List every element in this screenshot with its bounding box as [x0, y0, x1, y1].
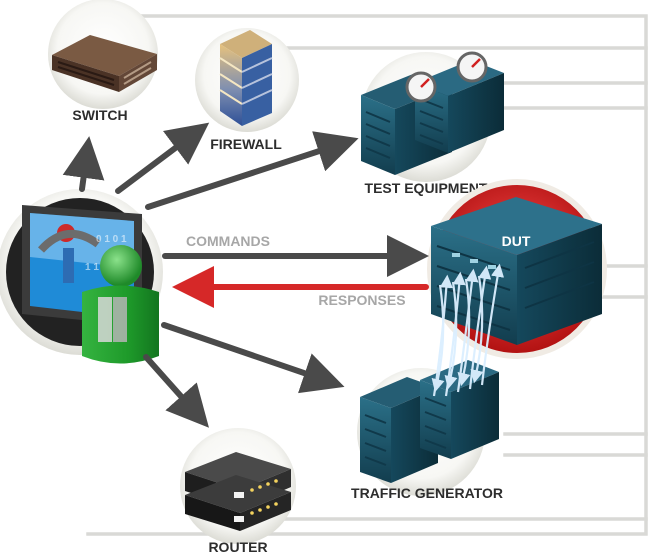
firewall-icon	[219, 30, 273, 126]
firewall-node[interactable]: FIREWALL	[195, 28, 299, 152]
switch-node[interactable]: SWITCH	[48, 0, 158, 123]
test-equipment-icon	[361, 51, 504, 175]
controller-node[interactable]: 0 1 0 1 1 1 0 0	[0, 189, 163, 364]
traffic-generator-icon	[360, 360, 499, 483]
switch-icon	[52, 35, 157, 92]
switch-label: SWITCH	[72, 107, 127, 123]
traffic-generator-node[interactable]: TRAFFIC GENERATOR	[351, 360, 503, 501]
traffic-flow-arrows	[431, 263, 505, 397]
traffic-generator-label: TRAFFIC GENERATOR	[351, 485, 503, 501]
svg-text:0 1 0 1: 0 1 0 1	[96, 234, 127, 245]
firewall-label: FIREWALL	[210, 136, 282, 152]
dut-label: DUT	[502, 233, 531, 249]
router-icon	[185, 452, 291, 531]
dut-node[interactable]: DUT	[427, 179, 607, 359]
commands-label: COMMANDS	[186, 233, 270, 249]
dut-icon	[431, 197, 602, 345]
control-arrows	[62, 122, 429, 428]
responses-label: RESPONSES	[318, 292, 405, 308]
test-equipment-label: TEST EQUIPMENT	[365, 180, 488, 196]
router-node[interactable]: ROUTER	[180, 428, 296, 555]
router-label: ROUTER	[208, 539, 267, 555]
user-icon	[82, 245, 159, 364]
test-equipment-node[interactable]: TEST EQUIPMENT	[361, 51, 504, 196]
